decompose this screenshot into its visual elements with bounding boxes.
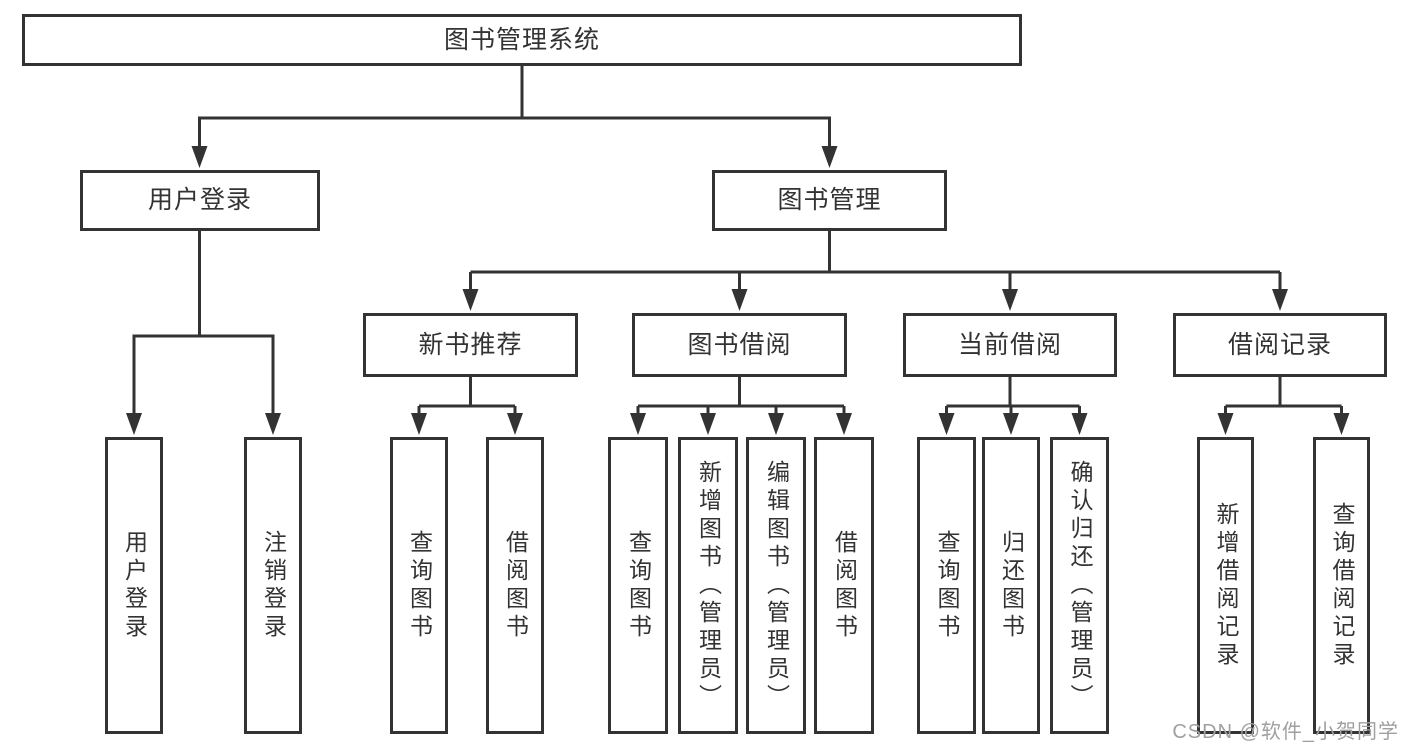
node-user-login: 用户登录 [80,170,320,231]
leaf-current-confirm-return-admin: 确认归还（管理员） [1050,437,1109,734]
node-label: 注销登录 [260,529,287,642]
leaf-records-add-record: 新增借阅记录 [1197,437,1254,734]
leaf-borrow-borrow-books: 借阅图书 [814,437,874,734]
connector-user-login-to-leaves [132,231,275,415]
node-label: 图书管理系统 [443,25,600,54]
node-label: 当前借阅 [957,330,1062,359]
node-label: 图书借阅 [687,330,792,359]
node-label: 新增借阅记录 [1213,501,1239,670]
leaf-records-query-record: 查询借阅记录 [1313,437,1370,734]
arrowheads [126,146,1350,435]
connector-borrow-records-to-leaves [1224,377,1343,416]
node-label: 查询图书 [934,529,960,642]
node-book-management: 图书管理 [712,170,947,231]
node-new-book-recommend: 新书推荐 [363,313,578,377]
leaf-recommend-query-books: 查询图书 [390,437,448,734]
node-label: 编辑图书（管理员） [763,459,790,712]
leaf-logout: 注销登录 [244,437,302,734]
leaf-borrow-query-books: 查询图书 [608,437,668,734]
node-borrow-records: 借阅记录 [1173,313,1387,377]
connector-book-borrow-to-leaves [636,377,846,416]
node-label: 图书管理 [777,186,882,214]
leaf-current-return-books: 归还图书 [982,437,1040,734]
node-root-library-system: 图书管理系统 [22,14,1022,66]
node-label: 归还图书 [998,529,1025,642]
node-label: 借阅记录 [1227,330,1332,359]
node-label: 新增图书（管理员） [695,459,722,712]
node-label: 借阅图书 [831,529,858,642]
node-label: 查询借阅记录 [1329,501,1355,670]
connector-current-borrow-to-leaves [945,377,1081,416]
leaf-borrow-add-books-admin: 新增图书（管理员） [678,437,738,734]
node-label: 新书推荐 [418,330,523,359]
connector-root-to-level2 [198,66,831,150]
connector-new-book-recommend-to-leaves [417,377,517,416]
node-label: 借阅图书 [502,529,529,642]
connector-book-management-to-level3 [469,231,1282,292]
node-label: 用户登录 [147,186,252,214]
leaf-recommend-borrow-books: 借阅图书 [486,437,544,734]
node-label: 查询图书 [406,529,433,642]
leaf-user-login: 用户登录 [105,437,163,734]
leaf-borrow-edit-books-admin: 编辑图书（管理员） [746,437,806,734]
node-label: 用户登录 [121,529,148,642]
node-label: 查询图书 [625,529,652,642]
leaf-current-query-books: 查询图书 [917,437,976,734]
node-current-borrow: 当前借阅 [903,313,1117,377]
node-label: 确认归还（管理员） [1067,459,1093,712]
node-book-borrow: 图书借阅 [632,313,847,377]
csdn-watermark: CSDN @软件_小贺同学 [1172,721,1399,743]
